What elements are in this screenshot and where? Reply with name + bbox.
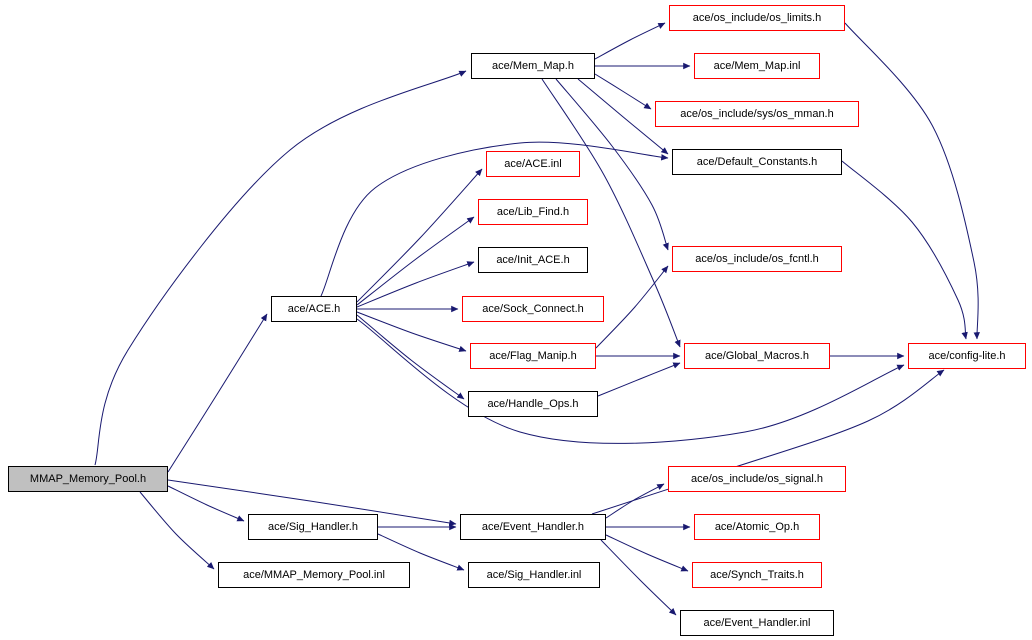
include-edge-mmap-to-ace <box>167 313 268 473</box>
include-edge-mem_map-to-global_macros <box>541 78 681 348</box>
include-edge-handle_ops-to-global_macros <box>597 362 681 397</box>
include-edge-ace-to-ace_inl <box>356 168 483 303</box>
include-edge-flag_manip-to-os_fcntl <box>595 265 669 349</box>
include-edge-mmap-to-mmap_inl <box>139 491 215 570</box>
include-edge-event_handler-to-config_lite <box>591 369 945 515</box>
graph-node-init_ace[interactable]: ace/Init_ACE.h <box>478 247 588 273</box>
include-edge-mmap-to-event_handler <box>167 479 457 527</box>
graph-node-sig_handler[interactable]: ace/Sig_Handler.h <box>248 514 378 540</box>
include-edge-default_constants-to-config_lite <box>841 160 968 340</box>
include-edge-ace-to-default_constants <box>320 141 669 297</box>
graph-node-mem_map[interactable]: ace/Mem_Map.h <box>471 53 595 79</box>
graph-node-flag_manip[interactable]: ace/Flag_Manip.h <box>470 343 596 369</box>
graph-node-os_fcntl[interactable]: ace/os_include/os_fcntl.h <box>672 246 842 272</box>
graph-node-event_handler_inl[interactable]: ace/Event_Handler.inl <box>680 610 834 636</box>
graph-node-event_handler[interactable]: ace/Event_Handler.h <box>460 514 606 540</box>
include-edge-ace-to-flag_manip <box>356 311 467 352</box>
graph-node-config_lite[interactable]: ace/config-lite.h <box>908 343 1026 369</box>
include-edge-mem_map-to-os_limits <box>594 22 666 60</box>
graph-node-mmap: MMAP_Memory_Pool.h <box>8 466 168 492</box>
graph-node-sock_connect[interactable]: ace/Sock_Connect.h <box>462 296 604 322</box>
graph-node-global_macros[interactable]: ace/Global_Macros.h <box>684 343 830 369</box>
include-edge-event_handler-to-os_signal <box>605 483 665 519</box>
include-edge-sig_handler-to-sig_handler_inl <box>377 533 465 571</box>
graph-node-os_limits[interactable]: ace/os_include/os_limits.h <box>669 5 845 31</box>
graph-node-lib_find[interactable]: ace/Lib_Find.h <box>478 199 588 225</box>
graph-node-atomic_op[interactable]: ace/Atomic_Op.h <box>694 514 820 540</box>
graph-node-ace_inl[interactable]: ace/ACE.inl <box>486 151 580 177</box>
graph-node-handle_ops[interactable]: ace/Handle_Ops.h <box>468 391 598 417</box>
include-edge-mmap-to-sig_handler <box>167 485 245 522</box>
graph-node-os_mman[interactable]: ace/os_include/sys/os_mman.h <box>655 101 859 127</box>
include-edge-ace-to-lib_find <box>356 216 475 306</box>
graph-node-sig_handler_inl[interactable]: ace/Sig_Handler.inl <box>468 562 600 588</box>
include-edge-mmap-to-mem_map <box>94 70 467 466</box>
include-edge-ace-to-config_lite <box>356 318 905 444</box>
graph-node-mmap_inl[interactable]: ace/MMAP_Memory_Pool.inl <box>218 562 410 588</box>
graph-node-default_constants[interactable]: ace/Default_Constants.h <box>672 149 842 175</box>
include-edge-mem_map-to-os_fcntl <box>555 78 669 251</box>
include-edge-event_handler-to-event_handler_inl <box>600 539 677 616</box>
graph-node-mem_map_inl[interactable]: ace/Mem_Map.inl <box>694 53 820 79</box>
include-edge-ace-to-init_ace <box>356 261 475 308</box>
edge-group <box>94 22 980 616</box>
include-edge-os_limits-to-config_lite <box>844 22 980 340</box>
include-edge-event_handler-to-synch_traits <box>605 534 689 572</box>
include-edge-mem_map-to-os_mman <box>594 73 652 110</box>
include-edge-ace-to-handle_ops <box>356 314 465 400</box>
include-edge-mem_map-to-default_constants <box>577 78 669 155</box>
graph-node-synch_traits[interactable]: ace/Synch_Traits.h <box>692 562 822 588</box>
graph-node-ace[interactable]: ace/ACE.h <box>271 296 357 322</box>
graph-node-os_signal[interactable]: ace/os_include/os_signal.h <box>668 466 846 492</box>
